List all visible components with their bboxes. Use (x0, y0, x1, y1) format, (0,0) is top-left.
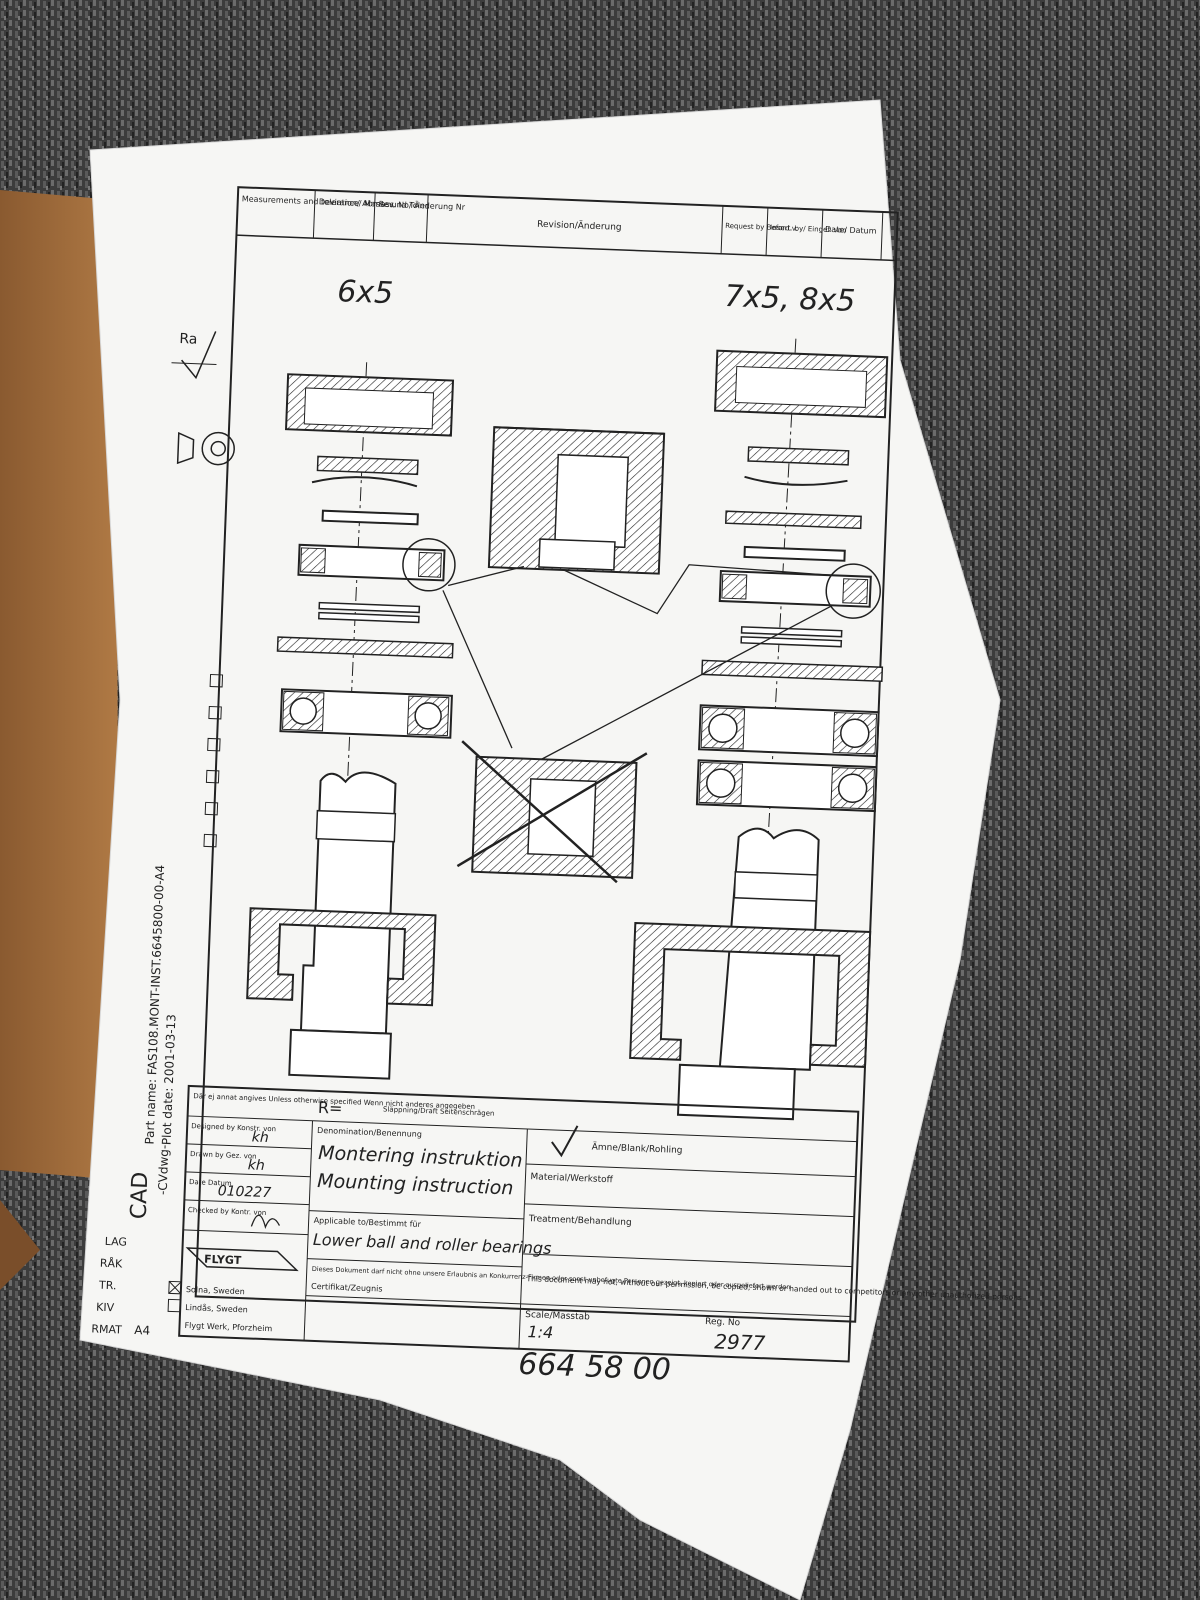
header-request: Request by Beford.v. (725, 222, 798, 233)
date-value: 010227 (217, 1183, 271, 1201)
left-size-label: 6x5 (337, 274, 394, 311)
correct-seal-detail (487, 426, 666, 575)
cad-label: CAD (127, 1171, 154, 1219)
r-label: R= (318, 1098, 343, 1118)
denomination-label: Denomination/Benennung (317, 1126, 422, 1139)
rak-label: RÅK (100, 1257, 124, 1271)
solna-checkbox (168, 1280, 182, 1295)
format-value: A4 (134, 1323, 150, 1338)
header-revision: Revision/Änderung (537, 219, 622, 233)
cross-out-line-1 (461, 740, 618, 884)
checked-by-signature (250, 1214, 281, 1230)
treatment-label: Treatment/Behandlung (528, 1214, 632, 1228)
plot-date-label: Plot date: 2001-03-13 (159, 1014, 178, 1146)
format-label: RMAT (91, 1322, 122, 1336)
drawn-by-label: Drawn by Gez. von (190, 1150, 257, 1161)
right-bearing-stack (629, 338, 889, 1121)
location-lindas: Lindås, Sweden (185, 1302, 248, 1314)
cvdwg-label: -CVdwg- (156, 1145, 172, 1196)
header-date: Date/ Datum (825, 225, 877, 236)
right-size-label: 7x5, 8x5 (724, 279, 856, 319)
title-block (178, 1084, 860, 1363)
reg-no-label: Reg. No (705, 1317, 741, 1328)
drawn-by-value: kh (247, 1157, 265, 1174)
scale-label: Scale/Masstab (525, 1310, 590, 1322)
detail-arrows (442, 564, 833, 760)
projection-symbol-icon (176, 431, 235, 466)
checkmark-icon (551, 1125, 579, 1158)
date-label: Date Datum (189, 1178, 232, 1188)
location-solna: Solna, Sweden (186, 1285, 245, 1296)
cardboard-box (0, 190, 120, 1180)
flygt-logo: FLYGT (185, 1247, 299, 1272)
lindas-checkbox (167, 1298, 182, 1313)
svg-text:FLYGT: FLYGT (204, 1253, 242, 1267)
reg-no-value: 2977 (714, 1329, 766, 1355)
designed-by-label: Designed by Konstr. von (191, 1122, 276, 1133)
location-pforzheim: Flygt Werk, Pforzheim (184, 1321, 272, 1333)
applicable-label: Applicable to/Bestimmt für (314, 1216, 422, 1229)
margin-checkboxes (203, 673, 224, 848)
checked-by-label: Checked by Kontr. von (188, 1206, 267, 1217)
svg-text:Ra: Ra (179, 331, 198, 348)
header-insert: Insert. by/ Eingef. von (770, 224, 847, 235)
lag-label: LAG (104, 1235, 127, 1249)
designed-by-value: kh (252, 1129, 270, 1146)
certificate-label: Certifikat/Zeugnis (311, 1282, 383, 1294)
incorrect-seal-detail (456, 740, 648, 884)
header-rev-no: Rev. No/ Änderung Nr (379, 199, 466, 212)
kiv-label: KIV (96, 1301, 115, 1315)
surface-roughness-icon: Ra (171, 331, 217, 380)
scale-value: 1:4 (527, 1322, 553, 1342)
blank-label: Ämne/Blank/Rohling (591, 1141, 682, 1155)
cardboard-flap (0, 1200, 40, 1290)
left-bearing-stack (246, 362, 456, 1080)
header-deviation: Deviation/ Abmass (319, 197, 394, 209)
material-label: Material/Werkstoff (530, 1172, 613, 1185)
drawing-number: 664 58 00 (518, 1347, 672, 1388)
cross-out-line-2 (456, 752, 648, 868)
technical-drawing: Measurements and tolerance/ Masse und To… (91, 186, 1022, 1388)
tr-label: TR. (98, 1279, 117, 1293)
